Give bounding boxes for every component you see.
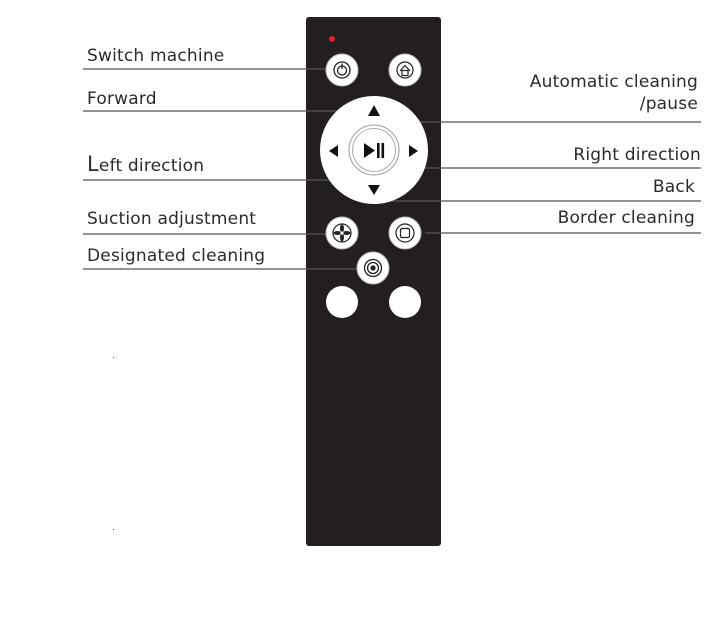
label-left-direction: Left direction: [87, 152, 205, 176]
label-automatic-cleaning-pause: /pause: [639, 94, 698, 114]
stray-mark: [113, 529, 114, 530]
power-icon: [333, 61, 351, 79]
label-automatic-cleaning: Automatic cleaning: [529, 72, 698, 92]
home-button[interactable]: [388, 53, 422, 87]
forward-arrow-icon[interactable]: [368, 105, 380, 116]
fan-icon: [332, 223, 352, 243]
play-pause-icon[interactable]: [364, 143, 385, 158]
label-forward: Forward: [87, 89, 157, 109]
designated-cleaning-button[interactable]: [356, 251, 390, 285]
label-designated-cleaning: Designated cleaning: [87, 246, 266, 266]
label-right-direction: Right direction: [573, 145, 701, 165]
blank-button-left[interactable]: [326, 286, 358, 318]
power-button[interactable]: [325, 53, 359, 87]
border-cleaning-button[interactable]: [388, 216, 422, 250]
power-led: [329, 36, 335, 42]
back-arrow-icon[interactable]: [368, 185, 380, 195]
left-arrow-icon[interactable]: [329, 145, 338, 157]
label-border-cleaning: Border cleaning: [557, 208, 695, 228]
label-back: Back: [652, 177, 695, 197]
stray-mark: [113, 357, 114, 358]
label-suction-adjustment: Suction adjustment: [87, 209, 257, 229]
home-icon: [396, 61, 414, 79]
suction-button[interactable]: [325, 216, 359, 250]
right-arrow-icon[interactable]: [409, 145, 418, 157]
square-icon: [395, 223, 415, 243]
label-switch-machine: Switch machine: [87, 46, 225, 66]
target-icon: [363, 258, 383, 278]
blank-button-right[interactable]: [389, 286, 421, 318]
